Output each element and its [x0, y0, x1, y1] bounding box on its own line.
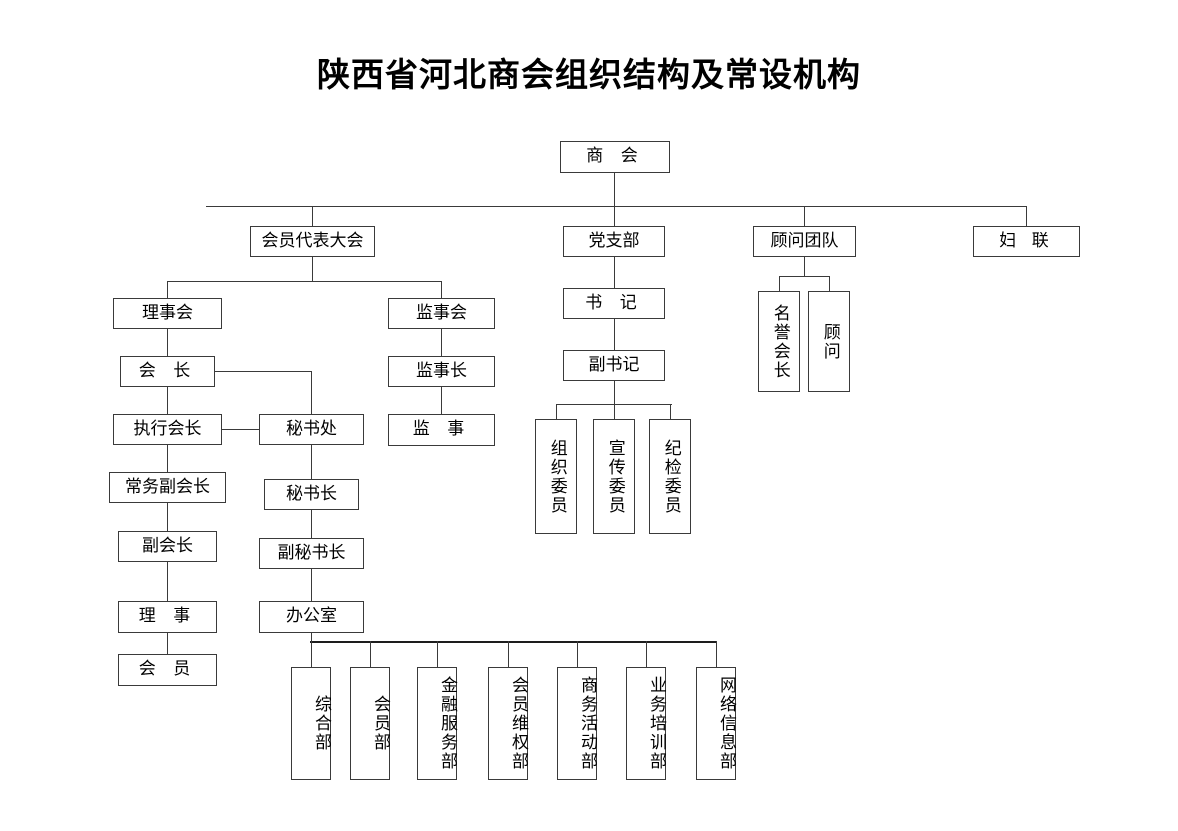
node-department-5[interactable]: 业务培训部 [626, 667, 666, 780]
connector-deputy-secretary-stem [614, 381, 616, 404]
connector-exec-to-secretariat [222, 429, 259, 431]
node-members-assembly[interactable]: 会员代表大会 [250, 226, 375, 257]
node-party-branch[interactable]: 党支部 [563, 226, 665, 257]
connector-drop-committee-1 [614, 404, 616, 419]
connector-council-to-president [167, 329, 169, 356]
connector-president-to-secretariat-v [311, 371, 313, 414]
node-supervisory-board[interactable]: 监事会 [388, 298, 495, 329]
node-office[interactable]: 办公室 [259, 601, 364, 633]
connector-sg-to-dsg [311, 510, 313, 538]
node-committee-2[interactable]: 纪检委员 [649, 419, 691, 534]
connector-drop-advisor-1 [829, 276, 831, 291]
connector-drop-committee-0 [556, 404, 558, 419]
page-title: 陕西省河北商会组织结构及常设机构 [317, 55, 861, 94]
connector-president-to-secretariat-h [215, 371, 312, 373]
connector-chief-to-supervisor [441, 387, 443, 414]
connector-secretariat-to-sg [311, 445, 313, 479]
connector-party-branch-to-secretary [614, 257, 616, 288]
node-party-secretary[interactable]: 书 记 [563, 288, 665, 319]
node-department-0[interactable]: 综合部 [291, 667, 331, 780]
node-council[interactable]: 理事会 [113, 298, 222, 329]
connector-level2-bus [206, 206, 1026, 208]
connector-drop-members-assembly [312, 206, 314, 226]
connector-drop-advisory-team [804, 206, 806, 226]
node-department-3[interactable]: 会员维权部 [488, 667, 528, 780]
connector-dsg-to-office [311, 569, 313, 601]
node-department-1[interactable]: 会员部 [350, 667, 390, 780]
connector-supervisory-board-to-chief [441, 329, 443, 356]
connector-office-stem [311, 633, 313, 642]
node-root-chamber[interactable]: 商 会 [560, 141, 670, 173]
node-member[interactable]: 会 员 [118, 654, 217, 686]
connector-departments-bus [310, 641, 717, 644]
connector-root-stem [614, 173, 616, 206]
node-advisor[interactable]: 顾问 [808, 291, 850, 392]
node-supervisor[interactable]: 监 事 [388, 414, 495, 446]
node-executive-president[interactable]: 执行会长 [113, 414, 222, 445]
connector-drop-dept-0 [311, 641, 313, 667]
node-advisory-team[interactable]: 顾问团队 [753, 226, 856, 257]
connector-secretary-to-deputy [614, 319, 616, 350]
node-vice-president[interactable]: 副会长 [118, 531, 217, 562]
connector-drop-party-branch [614, 206, 616, 226]
connector-assembly-stem [312, 257, 314, 281]
node-department-6[interactable]: 网络信息部 [696, 667, 736, 780]
connector-bus-left-end [206, 206, 208, 208]
connector-drop-supervisory-board [441, 281, 443, 298]
node-honorary-president[interactable]: 名誉会长 [758, 291, 800, 392]
connector-drop-dept-3 [508, 641, 510, 667]
connector-drop-womens-federation [1026, 206, 1028, 226]
connector-exec-to-standing-vp [167, 445, 169, 472]
connector-advisory-stem [804, 257, 806, 276]
connector-drop-committee-2 [670, 404, 672, 419]
connector-drop-council [167, 281, 169, 298]
node-department-2[interactable]: 金融服务部 [417, 667, 457, 780]
connector-vp-to-director [167, 562, 169, 601]
node-standing-vice-president[interactable]: 常务副会长 [109, 472, 226, 503]
connector-assembly-bus [167, 281, 442, 283]
connector-drop-dept-2 [437, 641, 439, 667]
connector-advisory-bus [779, 276, 829, 278]
node-department-4[interactable]: 商务活动部 [557, 667, 597, 780]
node-chief-supervisor[interactable]: 监事长 [388, 356, 495, 387]
node-party-deputy-secretary[interactable]: 副书记 [563, 350, 665, 381]
connector-drop-dept-4 [577, 641, 579, 667]
connector-drop-dept-5 [646, 641, 648, 667]
node-committee-1[interactable]: 宣传委员 [593, 419, 635, 534]
node-deputy-secretary-general[interactable]: 副秘书长 [259, 538, 364, 569]
node-womens-federation[interactable]: 妇 联 [973, 226, 1080, 257]
connector-president-to-exec [167, 387, 169, 414]
node-president[interactable]: 会 长 [120, 356, 215, 387]
node-secretariat[interactable]: 秘书处 [259, 414, 364, 445]
node-secretary-general[interactable]: 秘书长 [264, 479, 359, 510]
node-committee-0[interactable]: 组织委员 [535, 419, 577, 534]
node-director[interactable]: 理 事 [118, 601, 217, 633]
connector-standing-vp-to-vp [167, 503, 169, 531]
connector-director-to-member [167, 633, 169, 654]
connector-drop-advisor-0 [779, 276, 781, 291]
connector-drop-dept-6 [716, 641, 718, 667]
connector-drop-dept-1 [370, 641, 372, 667]
